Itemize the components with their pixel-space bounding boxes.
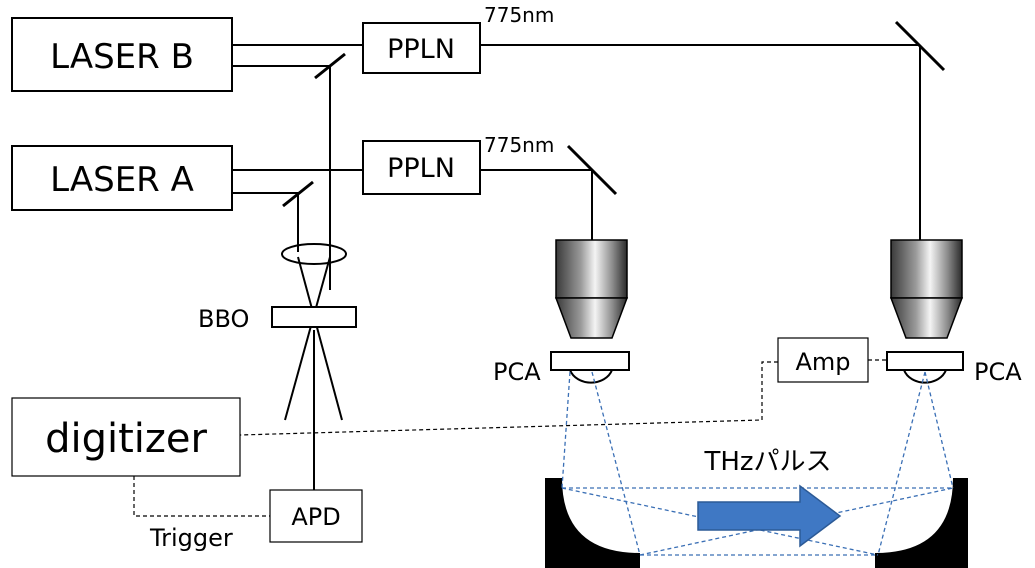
wavelength-lower-label: 775nm	[484, 133, 554, 157]
amp-label: Amp	[795, 348, 850, 376]
trigger-label: Trigger	[149, 524, 233, 552]
thz-ray-left-inner	[591, 371, 641, 556]
beam-focus-2	[284, 256, 331, 421]
beam-focus-1	[297, 256, 343, 421]
thz-ray-left-outer	[561, 371, 571, 489]
pca-right-label: PCA	[974, 358, 1022, 386]
mirror-middle	[566, 144, 618, 196]
thz-pulse-label: THzパルス	[703, 447, 831, 477]
mirror-right	[894, 20, 946, 72]
signal-trigger	[133, 476, 270, 517]
mirror-lasera	[282, 180, 314, 208]
bbo-label: BBO	[198, 305, 249, 333]
laser-a-label: LASER A	[50, 160, 194, 200]
signal-lines	[133, 359, 887, 517]
apd-label: APD	[291, 503, 340, 531]
laser-a-box	[11, 145, 233, 211]
pca-right-body	[886, 351, 964, 371]
bbo-crystal	[271, 306, 357, 328]
digitizer-box	[11, 397, 241, 477]
thz-direction-arrow	[697, 484, 842, 548]
digitizer-label: digitizer	[45, 416, 207, 462]
pca-left-body	[550, 351, 630, 371]
ppln-lower-box	[362, 140, 481, 195]
laser-b-box	[11, 17, 233, 92]
pca-left-lens	[568, 369, 614, 384]
pca-left-label: PCA	[493, 358, 541, 386]
objective-lens-right	[889, 239, 964, 339]
thz-ray-diag-2	[639, 487, 954, 556]
objective-lens-left	[554, 239, 629, 339]
apd-box	[269, 489, 363, 543]
wavelength-upper-label: 775nm	[484, 3, 554, 27]
signal-amp-digitizer	[239, 361, 778, 436]
ppln-lower-label: PPLN	[387, 153, 455, 184]
ppln-upper-label: PPLN	[387, 34, 455, 65]
beam-paths	[232, 44, 921, 490]
thz-ray-right-outer	[924, 371, 954, 489]
mirrors	[282, 20, 946, 208]
parabolic-mirror-right	[875, 478, 968, 568]
mirror-laserb	[314, 52, 346, 80]
parabolic-mirror-left	[545, 478, 640, 568]
focusing-lens	[281, 243, 347, 265]
laser-b-label: LASER B	[50, 37, 194, 77]
ppln-upper-box	[362, 22, 481, 74]
pca-right-lens	[902, 369, 948, 384]
thz-ray-right-inner	[877, 371, 926, 556]
